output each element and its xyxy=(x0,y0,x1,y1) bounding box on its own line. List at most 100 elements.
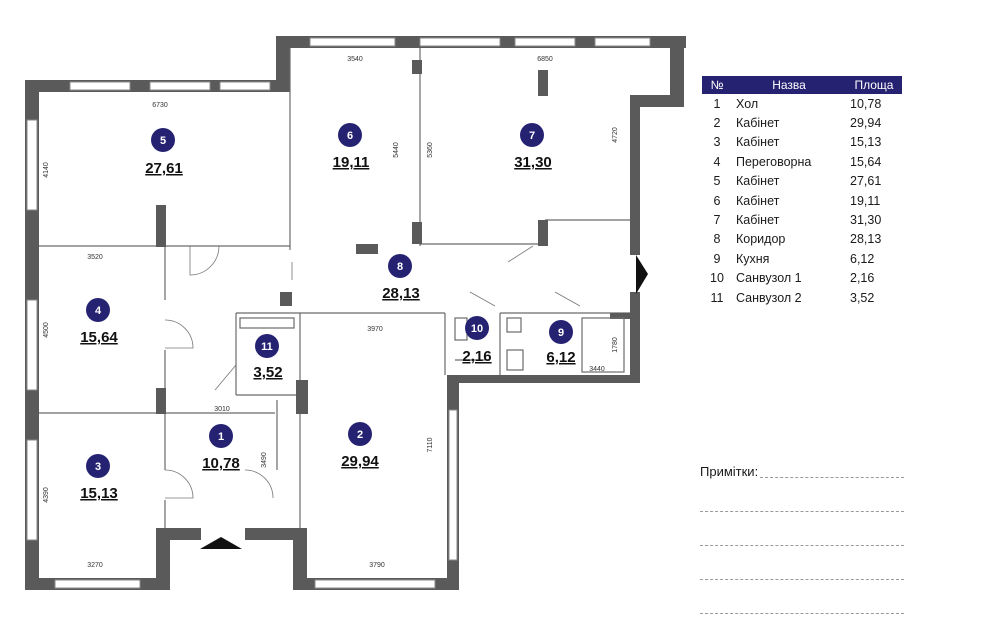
row-area: 2,16 xyxy=(850,271,875,286)
svg-text:1: 1 xyxy=(218,431,224,443)
dim-3790: 3790 xyxy=(369,562,385,569)
dim-3520: 3520 xyxy=(87,254,103,261)
note-line xyxy=(760,477,904,478)
row-name: Кабінет xyxy=(736,116,780,131)
room-badge xyxy=(348,422,372,446)
table-row: 3 Кабінет 15,13 xyxy=(702,133,902,152)
row-number: 2 xyxy=(713,116,721,131)
dim-4500: 4500 xyxy=(43,322,50,338)
note-line xyxy=(700,613,904,614)
room-8: 8 28,13 xyxy=(382,254,420,302)
table-row: 2 Кабінет 29,94 xyxy=(702,113,902,132)
svg-text:10: 10 xyxy=(471,323,483,335)
room-area: 29,94 xyxy=(341,453,379,470)
row-name: Переговорна xyxy=(736,154,812,169)
row-area: 28,13 xyxy=(850,232,882,247)
room-badge xyxy=(388,254,412,278)
row-name: Кабінет xyxy=(736,193,780,208)
room-area: 31,30 xyxy=(514,154,552,171)
dim-6730: 6730 xyxy=(152,102,168,109)
col-header-area: Площа xyxy=(846,76,902,94)
row-number: 3 xyxy=(713,135,721,150)
room-1: 1 10,78 xyxy=(202,424,240,472)
row-area: 15,13 xyxy=(850,135,882,150)
row-name: Хол xyxy=(736,96,759,111)
row-name: Кухня xyxy=(736,251,770,266)
row-number: 11 xyxy=(710,290,724,305)
svg-text:4: 4 xyxy=(95,305,102,317)
dim-3270: 3270 xyxy=(87,562,103,569)
doors xyxy=(164,245,581,499)
room-badge xyxy=(549,320,573,344)
row-number: 8 xyxy=(713,232,721,247)
row-name: Коридор xyxy=(736,232,786,247)
room-badge xyxy=(86,454,110,478)
notes-section: Примітки: xyxy=(700,463,905,614)
row-area: 29,94 xyxy=(850,116,882,131)
room-area: 15,13 xyxy=(80,485,118,502)
row-area: 6,12 xyxy=(850,251,875,266)
room-badge xyxy=(86,298,110,322)
room-badge xyxy=(151,128,175,152)
room-7: 7 31,30 xyxy=(514,123,552,171)
room-area: 15,64 xyxy=(80,329,118,346)
room-badge xyxy=(338,123,362,147)
col-header-number: № xyxy=(702,76,732,94)
room-4: 4 15,64 xyxy=(80,298,118,346)
room-badge xyxy=(520,123,544,147)
row-name: Кабінет xyxy=(736,213,780,228)
svg-text:11: 11 xyxy=(261,341,273,353)
room-10: 10 2,16 xyxy=(462,316,492,365)
row-number: 1 xyxy=(713,96,721,111)
table-header-row: № Назва Площа xyxy=(702,76,902,94)
row-name: Санвузол 1 xyxy=(736,271,802,286)
room-area: 10,78 xyxy=(202,455,240,472)
table-row: 8 Коридор 28,13 xyxy=(702,230,902,249)
room-badge xyxy=(209,424,233,448)
windows xyxy=(26,37,651,589)
room-area: 6,12 xyxy=(546,349,575,366)
room-area: 27,61 xyxy=(145,160,183,177)
svg-text:3: 3 xyxy=(95,461,101,473)
room-3: 3 15,13 xyxy=(80,454,118,502)
row-number: 6 xyxy=(713,193,721,208)
entrance-arrow-bottom xyxy=(200,537,242,549)
dim-1780: 1780 xyxy=(612,337,619,353)
dim-3970: 3970 xyxy=(367,326,383,333)
row-number: 5 xyxy=(713,174,721,189)
svg-text:9: 9 xyxy=(558,327,564,339)
dim-4390: 4390 xyxy=(43,487,50,503)
room-2: 2 29,94 xyxy=(341,422,379,470)
dim-3440: 3440 xyxy=(589,366,605,373)
dim-3540: 3540 xyxy=(347,56,363,63)
dim-4140: 4140 xyxy=(43,162,50,178)
notes-label: Примітки: xyxy=(700,464,759,479)
row-area: 3,52 xyxy=(850,290,875,305)
room-6: 6 19,11 xyxy=(333,123,369,171)
dim-6850: 6850 xyxy=(537,56,553,63)
table-row: 10 Санвузол 1 2,16 xyxy=(702,269,902,288)
room-badge xyxy=(255,334,279,358)
entrance-arrow-right xyxy=(636,255,648,294)
col-header-name: Назва xyxy=(732,76,846,94)
room-5: 5 27,61 xyxy=(145,128,183,177)
note-line xyxy=(700,511,904,512)
dimension-labels: 3540 6850 6730 4140 5440 5360 4720 3520 … xyxy=(43,56,619,569)
floor-plan: 3540 6850 6730 4140 5440 5360 4720 3520 … xyxy=(25,36,686,590)
row-number: 7 xyxy=(713,213,721,228)
row-number: 4 xyxy=(713,154,721,169)
room-9: 9 6,12 xyxy=(546,320,576,366)
row-number: 10 xyxy=(710,271,724,286)
room-area: 2,16 xyxy=(462,348,491,365)
row-number: 9 xyxy=(713,251,721,266)
room-badge xyxy=(465,316,489,340)
row-name: Кабінет xyxy=(736,135,780,150)
svg-text:8: 8 xyxy=(397,261,403,273)
